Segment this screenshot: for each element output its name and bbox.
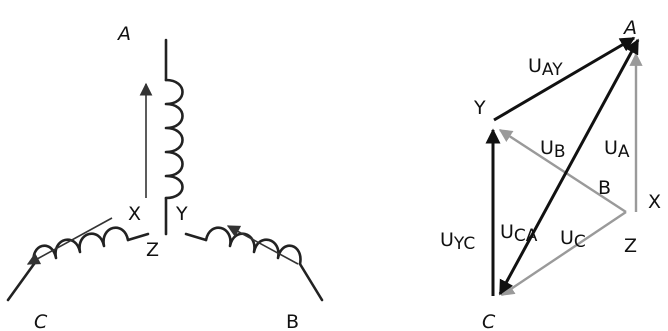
label-u-c: UC [560,227,586,252]
winding-c [6,226,150,302]
phasor-point-y: Y [473,97,486,119]
star-label-z: Z [146,239,159,261]
vector-u-ca [498,38,640,296]
vector-u-ay [493,36,636,122]
label-u-b: UB [540,137,566,162]
phasor-point-x: X [648,191,661,213]
arrow-current-c [26,217,113,265]
star-label-c: C [34,311,48,331]
star-label-b: B [286,311,299,331]
winding-b [184,226,324,302]
phasor-point-b: B [598,177,611,199]
star-label-x: X [128,203,141,225]
arrow-current-b [226,225,299,265]
label-u-ay: UAY [528,55,563,80]
label-u-a: UA [604,137,630,162]
phasor-point-z: Z [624,235,637,257]
phasor-point-c: C [482,311,496,331]
star-connection: A X Y Z C B [6,23,324,331]
star-label-a: A [116,23,131,45]
star-label-y: Y [175,203,188,225]
phasor-point-a: A [622,17,637,39]
label-u-ca: UCA [500,221,538,246]
phasor-diagram: A Y X Z B C UAY UB UA UYC UCA UC [440,17,661,331]
label-u-yc: UYC [440,229,475,254]
winding-a [164,38,184,236]
